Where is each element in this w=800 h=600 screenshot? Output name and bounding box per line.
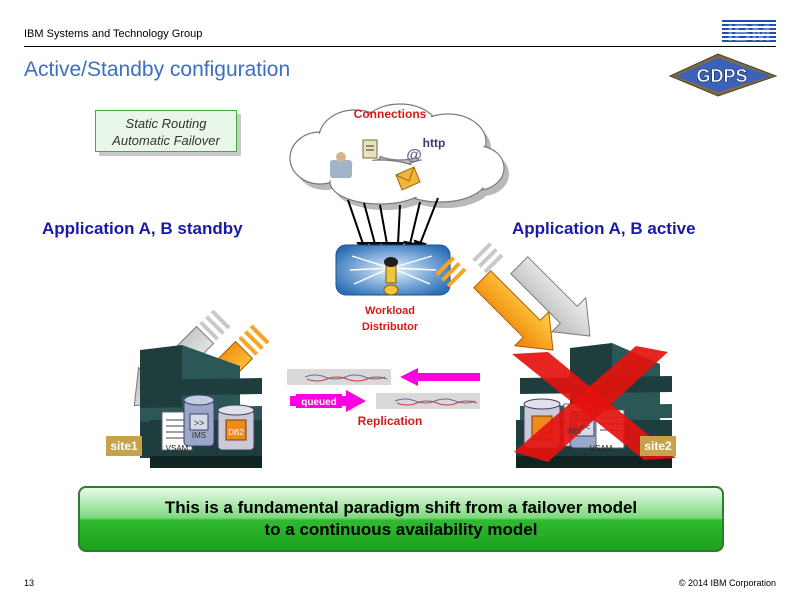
connections-cloud <box>289 103 509 210</box>
envelope-icon <box>395 166 421 191</box>
routing-line-1: Static Routing <box>125 116 207 131</box>
site1-label: site1 <box>106 436 142 456</box>
banner-line-1: This is a fundamental paradigm shift fro… <box>164 498 638 517</box>
workload-line-1: Workload <box>365 305 415 317</box>
replication-graphic <box>287 368 480 412</box>
http-text: http <box>423 136 446 150</box>
user-icon <box>330 152 352 178</box>
banner-line-2: to a continuous availability model <box>264 520 538 539</box>
site2-ims-text: IMS <box>567 427 581 436</box>
site1-db2-text: DB2 <box>228 428 244 437</box>
site2-label: site2 <box>640 436 676 456</box>
site1-arrows-text: >> <box>194 418 205 428</box>
routing-note-box: Static Routing Automatic Failover <box>95 110 237 152</box>
page-number: 13 <box>24 578 35 588</box>
routing-line-2: Automatic Failover <box>112 133 220 148</box>
ibm-logo-text: IBM <box>727 20 771 47</box>
replication-label: Replication <box>357 414 423 428</box>
queued-label: queued <box>301 397 337 408</box>
clipboard-icon <box>362 139 378 159</box>
active-app-label: Application A, B active <box>512 219 696 238</box>
copyright: © 2014 IBM Corporation <box>678 578 776 588</box>
right-grey-arrow <box>472 242 591 337</box>
header-rule <box>24 46 776 47</box>
workload-distributor-icon <box>335 244 451 296</box>
site2-arrows-text: << <box>580 422 591 432</box>
standby-app-label: Application A, B standby <box>42 219 243 238</box>
group-name: IBM Systems and Technology Group <box>24 28 203 40</box>
site1-vsam-label: VSAM <box>165 444 189 453</box>
site1-servers <box>161 394 255 451</box>
at-symbol-text: @ <box>406 147 422 164</box>
site1-ims-text: IMS <box>192 431 206 440</box>
failure-x-icon <box>512 346 676 462</box>
ibm-logo: IBM <box>722 20 776 47</box>
svg-text:GDPS: GDPS <box>696 66 747 86</box>
workload-distributor-label: Workload Distributor <box>330 303 450 335</box>
workload-line-2: Distributor <box>361 321 419 333</box>
site2-vsam-label: VSAM <box>589 444 613 453</box>
page-title: Active/Standby configuration <box>24 58 291 81</box>
connections-label: Connections <box>353 107 427 121</box>
paradigm-shift-banner: This is a fundamental paradigm shift fro… <box>78 486 724 552</box>
gdps-logo: GDPS <box>668 53 778 97</box>
right-orange-arrow <box>435 256 554 351</box>
